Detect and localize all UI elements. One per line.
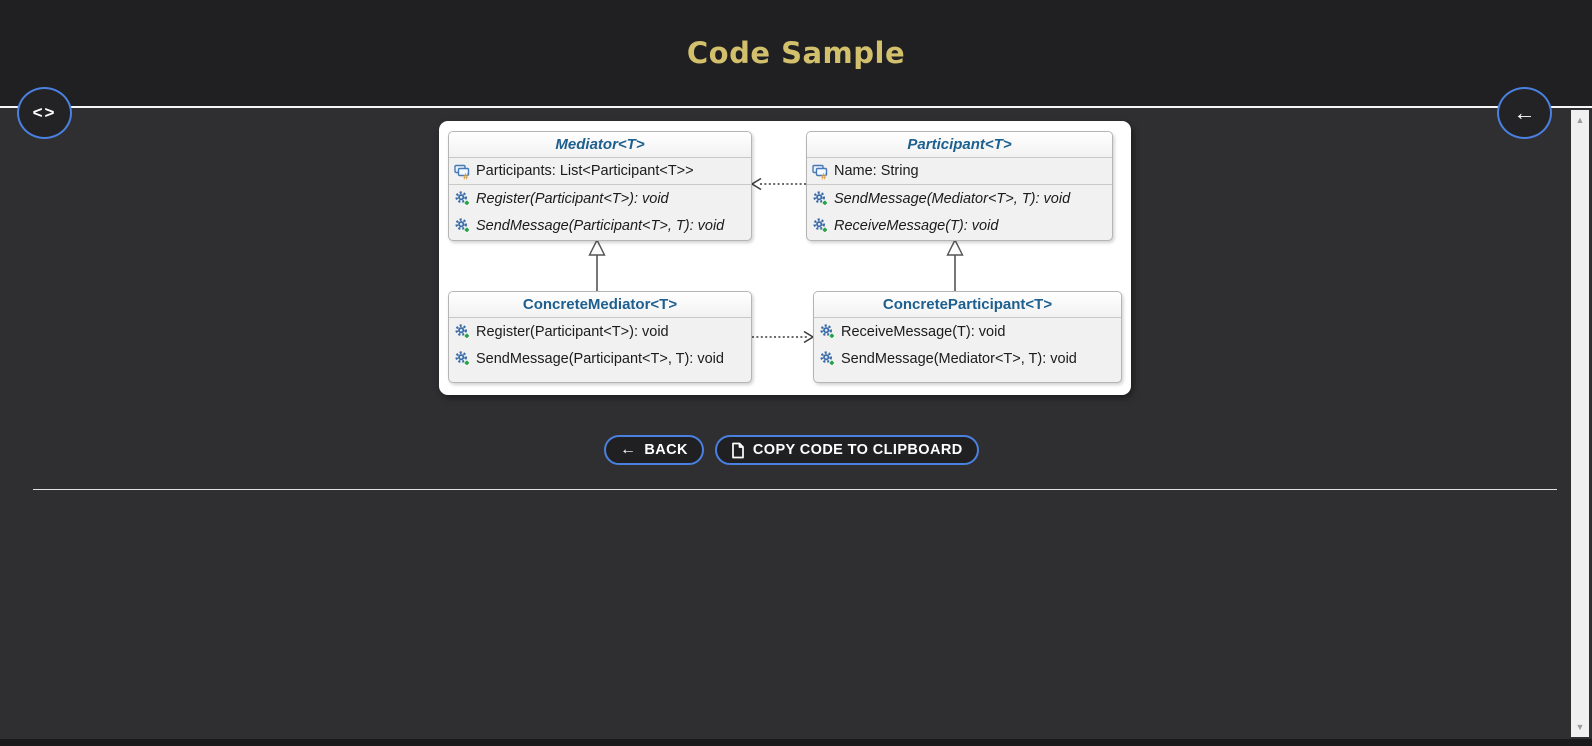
- back-circle-button[interactable]: ←: [1497, 87, 1552, 139]
- uml-method-row: SendMessage(Mediator<T>, T): void: [814, 345, 1121, 372]
- uml-class-mediator: Mediator<T> # Participants: List<Partici…: [448, 131, 752, 241]
- copy-file-icon: [732, 442, 744, 458]
- copy-code-button[interactable]: COPY CODE TO CLIPBOARD: [714, 435, 979, 465]
- uml-diagram-canvas: Mediator<T> # Participants: List<Partici…: [439, 121, 1131, 395]
- svg-text:#: #: [821, 171, 827, 180]
- scroll-down-arrow[interactable]: ▼: [1575, 722, 1585, 732]
- copy-code-button-label: COPY CODE TO CLIPBOARD: [752, 442, 963, 458]
- method-icon: [813, 218, 828, 233]
- vertical-scrollbar[interactable]: ▲ ▼: [1571, 110, 1589, 737]
- page-title: Code Sample: [686, 36, 906, 70]
- uml-field-text: Participants: List<Participant<T>>: [476, 163, 694, 179]
- method-icon: [455, 351, 470, 366]
- uml-method-row: ReceiveMessage(T): void: [814, 318, 1121, 345]
- uml-field-text: Name: String: [834, 163, 919, 179]
- scroll-up-arrow[interactable]: ▲: [1575, 115, 1585, 125]
- uml-method-text: SendMessage(Mediator<T>, T): void: [841, 350, 1077, 367]
- back-button[interactable]: ← BACK: [604, 435, 704, 465]
- uml-method-row: SendMessage(Mediator<T>, T): void: [807, 185, 1112, 212]
- uml-method-text: ReceiveMessage(T): void: [834, 217, 999, 234]
- uml-field-row: # Participants: List<Participant<T>>: [449, 158, 751, 185]
- uml-field-row: # Name: String: [807, 158, 1112, 185]
- uml-method-row: Register(Participant<T>): void: [449, 185, 751, 212]
- method-icon: [455, 324, 470, 339]
- uml-class-name: Participant<T>: [807, 132, 1112, 158]
- uml-class-name: ConcreteParticipant<T>: [814, 292, 1121, 318]
- field-icon: #: [454, 164, 469, 180]
- generalization-arrowhead: [946, 238, 964, 256]
- dependency-arrowhead-left: [750, 177, 762, 191]
- svg-text:#: #: [463, 171, 469, 180]
- field-icon: #: [812, 164, 827, 180]
- back-arrow-icon: ←: [620, 441, 637, 458]
- uml-method-text: SendMessage(Participant<T>, T): void: [476, 350, 724, 367]
- header: Code Sample: [0, 0, 1592, 108]
- uml-method-text: SendMessage(Mediator<T>, T): void: [834, 190, 1071, 207]
- uml-method-row: ReceiveMessage(T): void: [807, 212, 1112, 239]
- uml-method-row: SendMessage(Participant<T>, T): void: [449, 345, 751, 372]
- method-icon: [813, 191, 828, 206]
- back-button-label: BACK: [644, 442, 688, 458]
- uml-class-participant: Participant<T> # Name: String SendMessag…: [806, 131, 1113, 241]
- code-toggle-button[interactable]: <>: [17, 87, 72, 139]
- uml-method-text: Register(Participant<T>): void: [476, 323, 669, 340]
- code-icon: <>: [32, 103, 57, 122]
- bottom-edge-strip: [0, 739, 1592, 746]
- uml-method-text: SendMessage(Participant<T>, T): void: [476, 217, 725, 234]
- uml-class-concrete-mediator: ConcreteMediator<T> Register(Participant…: [448, 291, 752, 383]
- section-divider: [33, 489, 1557, 490]
- uml-class-concrete-participant: ConcreteParticipant<T> ReceiveMessage(T)…: [813, 291, 1122, 383]
- uml-class-name: Mediator<T>: [449, 132, 751, 158]
- uml-method-text: Register(Participant<T>): void: [476, 190, 669, 207]
- method-icon: [820, 324, 835, 339]
- action-buttons: ← BACK COPY CODE TO CLIPBOARD: [604, 435, 979, 465]
- back-arrow-icon: ←: [1513, 100, 1536, 125]
- uml-method-row: SendMessage(Participant<T>, T): void: [449, 212, 751, 239]
- method-icon: [820, 351, 835, 366]
- uml-class-name: ConcreteMediator<T>: [449, 292, 751, 318]
- method-icon: [455, 218, 470, 233]
- dependency-arrowhead-right: [803, 330, 815, 344]
- generalization-arrowhead: [588, 238, 606, 256]
- method-icon: [455, 191, 470, 206]
- uml-method-text: ReceiveMessage(T): void: [841, 323, 1006, 340]
- uml-method-row: Register(Participant<T>): void: [449, 318, 751, 345]
